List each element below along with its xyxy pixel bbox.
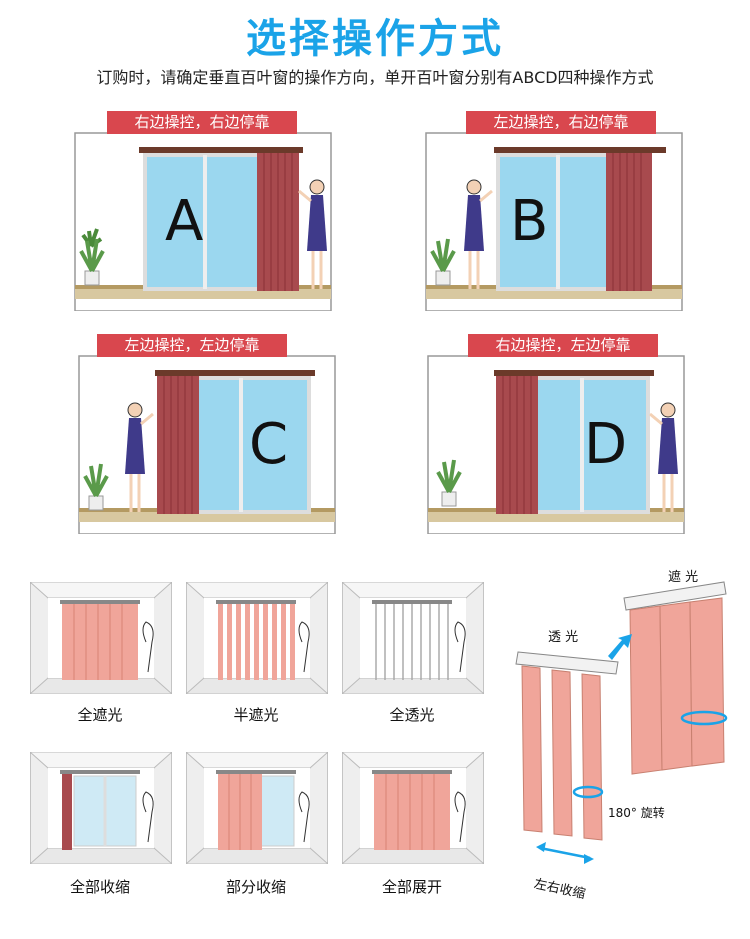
mode-b-illustration — [425, 132, 683, 311]
state-label-fully-extended: 全部展开 — [381, 878, 442, 896]
light-label: 透 光 — [548, 630, 579, 645]
state-label-full-light: 全透光 — [389, 706, 435, 724]
page-subtitle: 订购时，请确定垂直百叶窗的操作方向，单开百叶窗分别有ABCD四种操作方式 — [96, 68, 654, 87]
mode-c-illustration — [78, 355, 336, 534]
state-label-fully-retracted: 全部收缩 — [69, 878, 130, 896]
blind-rotation-diagram: 遮 光 透 光 180° 旋转 左右收缩 — [500, 560, 740, 920]
mode-d-label: 右边操控，左边停靠 — [468, 334, 658, 357]
state-fully-retracted — [28, 751, 174, 865]
state-half-shade — [184, 581, 330, 695]
state-label-partly-retracted: 部分收缩 — [225, 878, 286, 896]
state-label-half-shade: 半遮光 — [233, 706, 279, 724]
mode-c-letter: C — [249, 412, 289, 477]
state-partly-retracted — [184, 751, 330, 865]
state-fully-extended — [340, 751, 486, 865]
mode-card-a: 右边操控，右边停靠 A — [67, 111, 339, 311]
mode-c-label: 左边操控，左边停靠 — [97, 334, 287, 357]
state-full-light — [340, 581, 486, 695]
mode-d-letter: D — [584, 412, 628, 477]
mode-a-label: 右边操控，右边停靠 — [107, 111, 297, 134]
mode-d-illustration — [427, 355, 685, 534]
shade-label: 遮 光 — [668, 570, 699, 585]
mode-a-illustration — [74, 132, 332, 311]
rotate-label: 180° 旋转 — [608, 806, 665, 820]
mode-card-c: 左边操控，左边停靠 C — [71, 334, 343, 534]
state-full-shade — [28, 581, 174, 695]
mode-a-letter: A — [165, 189, 204, 254]
mode-b-letter: B — [510, 189, 549, 254]
mode-b-label: 左边操控，右边停靠 — [466, 111, 656, 134]
page-title: 选择操作方式 — [246, 16, 504, 62]
state-label-full-shade: 全遮光 — [77, 706, 123, 724]
mode-card-d: 右边操控，左边停靠 D — [420, 334, 692, 534]
mode-card-b: 左边操控，右边停靠 B — [418, 111, 690, 311]
